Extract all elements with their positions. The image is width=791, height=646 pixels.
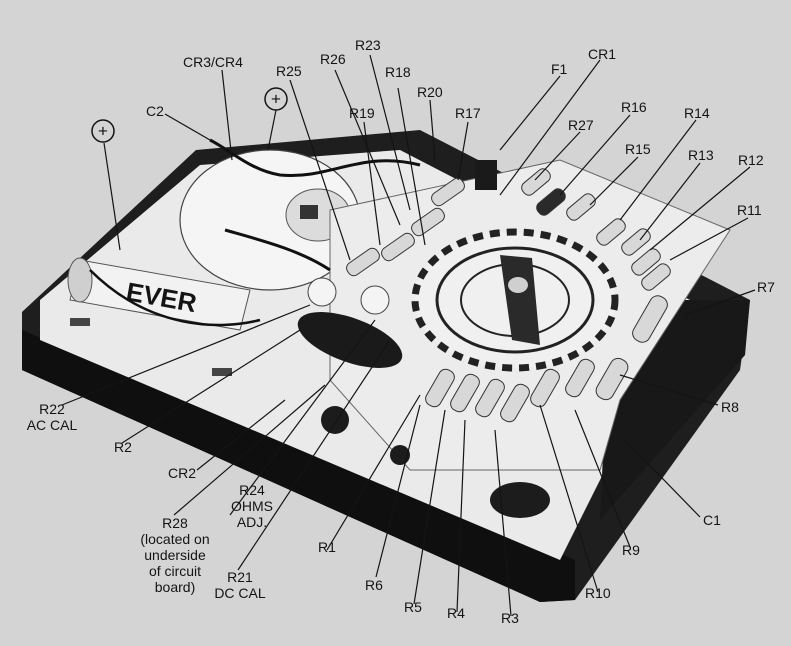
plus-symbol-left: + xyxy=(91,119,115,143)
label-r11: R11 xyxy=(737,202,762,218)
label-c2: C2 xyxy=(146,103,164,119)
svg-text:underside: underside xyxy=(144,547,206,563)
label-r19: R19 xyxy=(349,105,375,121)
label-r13: R13 xyxy=(688,147,714,163)
label-r26: R26 xyxy=(320,51,346,67)
label-r3: R3 xyxy=(501,610,519,626)
label-f1: F1 xyxy=(551,61,568,77)
svg-text:+: + xyxy=(271,90,281,109)
svg-text:DC CAL: DC CAL xyxy=(214,585,266,601)
wire-2 xyxy=(224,228,331,272)
label-r24: R24 OHMS ADJ. xyxy=(231,482,273,530)
svg-text:R22: R22 xyxy=(39,401,65,417)
fuse xyxy=(475,160,497,190)
label-r5: R5 xyxy=(404,599,422,615)
label-r9: R9 xyxy=(622,542,640,558)
leader-lines xyxy=(61,54,756,617)
pot-2 xyxy=(360,285,390,315)
base-tray-side xyxy=(22,330,575,602)
label-r10: R10 xyxy=(585,585,611,601)
rotary-switch xyxy=(411,228,619,372)
svg-text:of circuit: of circuit xyxy=(149,563,201,579)
label-r18: R18 xyxy=(385,64,411,80)
battery-large: EVER xyxy=(67,257,251,331)
label-r17: R17 xyxy=(455,105,481,121)
svg-text:+: + xyxy=(98,122,108,141)
resistor-row-top xyxy=(346,168,671,343)
wire-3 xyxy=(89,269,261,327)
meter-chassis-illustration: EVER xyxy=(22,130,750,602)
label-r2: R2 xyxy=(114,439,132,455)
terminal-3 xyxy=(490,482,550,518)
svg-text:AC CAL: AC CAL xyxy=(27,417,78,433)
capacitor-large xyxy=(297,312,403,368)
component-labels: CR3/CR4 C2 R25 R26 R23 R18 R19 R20 R17 F… xyxy=(27,37,775,626)
svg-text:OHMS: OHMS xyxy=(231,498,273,514)
svg-text:R24: R24 xyxy=(239,482,265,498)
label-r1: R1 xyxy=(318,539,336,555)
panel-mark-1 xyxy=(70,318,90,326)
label-r8: R8 xyxy=(721,399,739,415)
label-r4: R4 xyxy=(447,605,465,621)
pot-1 xyxy=(307,277,337,307)
label-cr3-cr4: CR3/CR4 xyxy=(183,54,243,70)
label-r7: R7 xyxy=(757,279,775,295)
svg-text:R21: R21 xyxy=(227,569,253,585)
svg-text:ADJ.: ADJ. xyxy=(237,514,267,530)
label-r15: R15 xyxy=(625,141,651,157)
label-r20: R20 xyxy=(417,84,443,100)
svg-text:board): board) xyxy=(155,579,195,595)
label-r27: R27 xyxy=(568,117,594,133)
svg-text:R28: R28 xyxy=(162,515,188,531)
label-r21: R21 DC CAL xyxy=(214,569,266,601)
label-cr1: CR1 xyxy=(588,46,616,62)
label-r16: R16 xyxy=(621,99,647,115)
plus-symbol-top: + xyxy=(264,87,288,111)
label-r25: R25 xyxy=(276,63,302,79)
label-r14: R14 xyxy=(684,105,710,121)
terminal-1 xyxy=(321,406,349,434)
label-r6: R6 xyxy=(365,577,383,593)
svg-text:(located on: (located on xyxy=(140,531,209,547)
label-r22: R22 AC CAL xyxy=(27,401,78,433)
label-r12: R12 xyxy=(738,152,764,168)
label-r23: R23 xyxy=(355,37,381,53)
panel-mark-2 xyxy=(212,368,232,376)
terminal-2 xyxy=(390,445,410,465)
label-cr2: CR2 xyxy=(168,465,196,481)
resistor-row-bottom xyxy=(425,357,629,423)
label-c1: C1 xyxy=(703,512,721,528)
label-r28: R28 (located on underside of circuit boa… xyxy=(140,515,209,595)
